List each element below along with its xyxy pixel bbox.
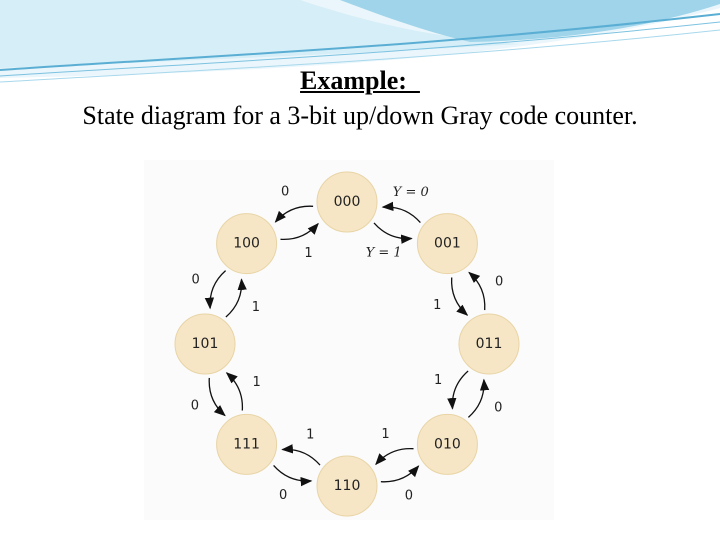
state-node-110: 110: [316, 455, 378, 517]
state-circle-101: [174, 313, 236, 375]
state-label-001: 001: [434, 236, 461, 252]
state-node-111: 111: [216, 413, 278, 475]
transition-arrow-011-to-010: [447, 370, 469, 410]
state-circle-000: [316, 171, 378, 233]
transition-label-101-to-111: 0: [191, 398, 199, 413]
transition-arrow-001-to-011: [450, 277, 469, 316]
transition-label-010-to-110: 1: [381, 427, 389, 442]
transition-arrow-111-to-110: [273, 464, 313, 487]
transition-label-000-to-100: 0: [281, 184, 289, 199]
state-circle-011: [458, 313, 520, 375]
transition-arrow-110-to-111: [281, 444, 321, 466]
state-circle-001: [416, 213, 478, 275]
transition-label-011-to-010: 1: [434, 373, 442, 388]
state-circle-100: [216, 213, 278, 275]
state-circle-010: [416, 413, 478, 475]
slide-subtitle: State diagram for a 3-bit up/down Gray c…: [82, 101, 638, 130]
transition-arrow-100-to-000: [280, 222, 319, 241]
transition-label-010-to-011: 0: [494, 400, 502, 415]
transition-label-110-to-010: 0: [405, 489, 413, 504]
transition-arrow-001-to-000: [381, 201, 421, 224]
transition-arrow-111-to-101: [225, 372, 244, 411]
transition-arrow-010-to-110: [375, 447, 414, 466]
transition-label-000-to-001: Y = 1: [366, 245, 402, 260]
state-node-010: 010: [416, 413, 478, 475]
state-node-011: 011: [458, 313, 520, 375]
state-node-101: 101: [174, 313, 236, 375]
transition-label-111-to-101: 1: [253, 375, 261, 390]
state-label-011: 011: [476, 336, 503, 352]
transition-arrow-100-to-101: [204, 270, 227, 310]
transition-label-100-to-000: 1: [304, 246, 312, 261]
state-label-110: 110: [334, 478, 361, 494]
transition-arrow-101-to-100: [225, 278, 247, 318]
transition-label-001-to-011: 1: [433, 298, 441, 313]
transition-arrow-101-to-111: [208, 377, 226, 417]
transition-arrow-010-to-011: [467, 378, 490, 418]
slide-title: Example:: [300, 66, 420, 95]
state-label-100: 100: [233, 236, 260, 252]
transition-arrow-110-to-010: [380, 465, 420, 483]
transition-label-111-to-110: 0: [279, 488, 287, 503]
state-node-001: 001: [416, 213, 478, 275]
state-circle-111: [216, 413, 278, 475]
transition-arrow-011-to-001: [468, 271, 486, 311]
state-node-000: 000: [316, 171, 378, 233]
transition-label-001-to-000: Y = 0: [393, 185, 429, 200]
transition-arrow-000-to-001: [373, 222, 413, 244]
state-label-111: 111: [233, 436, 260, 452]
transition-arrow-000-to-100: [274, 205, 314, 223]
state-circle-110: [316, 455, 378, 517]
title-block: Example: State diagram for a 3-bit up/do…: [0, 64, 720, 134]
state-label-010: 010: [434, 436, 461, 452]
state-label-101: 101: [192, 336, 219, 352]
transition-label-100-to-101: 0: [192, 273, 200, 288]
transition-label-101-to-100: 1: [252, 300, 260, 315]
state-label-000: 000: [334, 194, 361, 210]
header-wave-decoration: [0, 0, 720, 83]
state-node-100: 100: [216, 213, 278, 275]
transition-label-110-to-111: 1: [306, 428, 314, 443]
transition-label-011-to-001: 0: [495, 275, 503, 290]
